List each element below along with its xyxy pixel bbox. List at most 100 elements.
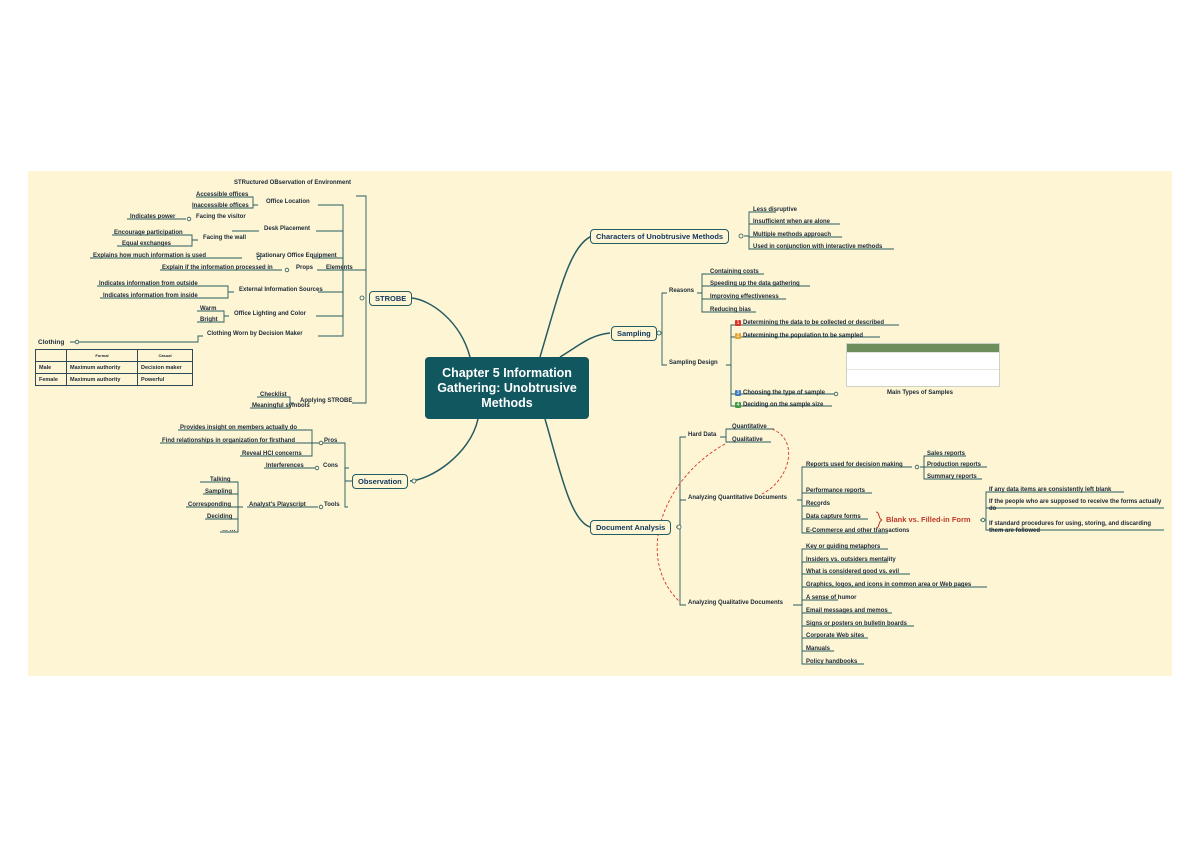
production-reports[interactable]: Production reports	[927, 462, 982, 468]
design-item[interactable]: Deciding on the sample size	[743, 402, 824, 408]
char-item[interactable]: Insufficient when are alone	[753, 219, 831, 225]
deciding[interactable]: Deciding	[207, 514, 233, 520]
quantitative[interactable]: Quantitative	[732, 424, 767, 430]
props[interactable]: Props	[296, 265, 314, 271]
performance-reports[interactable]: Performance reports	[806, 488, 866, 494]
talking[interactable]: Talking	[210, 477, 231, 483]
central-topic[interactable]: Chapter 5 Information Gathering: Unobtru…	[425, 357, 589, 419]
qual-item[interactable]: Graphics, logos, and icons in common are…	[806, 582, 972, 588]
qual-item[interactable]: Key or guiding metaphors	[806, 544, 881, 550]
ecommerce[interactable]: E-Commerce and other transactions	[806, 528, 910, 534]
table-row: Male Maximum authority Decision maker	[35, 361, 193, 374]
accessible-offices[interactable]: Accessible offices	[196, 192, 249, 198]
qual-item[interactable]: Signs or posters on bulletin boards	[806, 621, 908, 627]
lighting-color[interactable]: Office Lighting and Color	[234, 311, 306, 317]
design-item[interactable]: Determining the data to be collected or …	[743, 320, 885, 326]
explains-how-much[interactable]: Explains how much information is used	[93, 253, 207, 259]
sample-types-image	[846, 343, 1000, 387]
table-cell: Maximum authority	[66, 361, 138, 374]
reason-item[interactable]: Reducing bias	[710, 307, 752, 313]
topic-strobe[interactable]: STROBE	[369, 291, 413, 306]
inaccessible-offices[interactable]: Inaccessible offices	[192, 203, 249, 209]
clothing-worn[interactable]: Clothing Worn by Decision Maker	[207, 331, 303, 337]
indicates-outside[interactable]: Indicates information from outside	[99, 281, 198, 287]
encourage-participation[interactable]: Encourage participation	[114, 230, 183, 236]
office-location[interactable]: Office Location	[266, 199, 310, 205]
reason-item[interactable]: Improving effectiveness	[710, 294, 779, 300]
reason-item[interactable]: Speeding up the data gathering	[710, 281, 800, 287]
blank-item[interactable]: If any data items are consistently left …	[989, 487, 1112, 493]
stationary-equipment[interactable]: Stationary Office Equipment	[256, 253, 337, 259]
char-item[interactable]: Used in conjunction with interactive met…	[753, 244, 883, 250]
reasons[interactable]: Reasons	[669, 288, 695, 294]
main-types-caption: Main Types of Samples	[887, 390, 953, 396]
table-cell: Male	[35, 361, 67, 374]
equal-exchanges[interactable]: Equal exchanges	[122, 241, 172, 247]
char-item[interactable]: Less disruptive	[753, 207, 798, 213]
pro-hci[interactable]: Reveal HCI concerns	[242, 451, 302, 457]
cons[interactable]: Cons	[323, 463, 338, 469]
sampling-item[interactable]: Sampling	[205, 489, 233, 495]
desk-placement[interactable]: Desk Placement	[264, 226, 311, 232]
qual-item[interactable]: Insiders vs. outsiders mentality	[806, 557, 896, 563]
sales-reports[interactable]: Sales reports	[927, 451, 966, 457]
bright[interactable]: Bright	[200, 317, 218, 323]
clothing-table: Formal Casual Male Maximum authority Dec…	[35, 349, 193, 386]
hard-data[interactable]: Hard Data	[688, 432, 717, 438]
data-capture-forms[interactable]: Data capture forms	[806, 514, 861, 520]
reason-item[interactable]: Containing costs	[710, 269, 759, 275]
strobe-definition: STRuctured OBservation of Environment	[234, 180, 352, 186]
qual-item[interactable]: Policy handbooks	[806, 659, 858, 665]
blank-vs-filled[interactable]: Blank vs. Filled-in Form	[886, 515, 971, 524]
design-item[interactable]: Choosing the type of sample	[743, 390, 826, 396]
topic-characters[interactable]: Characters of Unobtrusive Methods	[590, 229, 730, 244]
applying-strobe[interactable]: Applying STROBE	[300, 398, 353, 404]
facing-visitor[interactable]: Facing the visitor	[196, 214, 246, 220]
reports-used[interactable]: Reports used for decision making	[806, 462, 903, 468]
pros[interactable]: Pros	[324, 438, 338, 444]
indicates-power[interactable]: Indicates power	[130, 214, 176, 220]
qual-item[interactable]: What is considered good vs. evil	[806, 569, 900, 575]
analysts-playscript[interactable]: Analyst's Playscript	[249, 502, 306, 508]
checklist[interactable]: Checklist	[260, 392, 287, 398]
clothing-label[interactable]: Clothing	[38, 339, 65, 346]
con-interferences[interactable]: Interferences	[266, 463, 304, 469]
table-cell: Female	[35, 373, 67, 386]
qual-item[interactable]: A sense of humor	[806, 595, 857, 601]
pro-insight[interactable]: Provides insight on members actually do	[180, 425, 298, 431]
records[interactable]: Records	[806, 501, 831, 507]
qual-item[interactable]: Manuals	[806, 646, 831, 652]
facing-wall[interactable]: Facing the wall	[203, 235, 247, 241]
meaningful-symbols[interactable]: Meaningful symbols	[252, 403, 310, 409]
sampling-design[interactable]: Sampling Design	[669, 360, 718, 366]
qual-item[interactable]: Email messages and memos	[806, 608, 888, 614]
topic-observation[interactable]: Observation	[352, 474, 408, 489]
char-item[interactable]: Multiple methods approach	[753, 232, 832, 238]
qual-item[interactable]: Corporate Web sites	[806, 633, 865, 639]
topic-document-analysis[interactable]: Document Analysis	[590, 520, 672, 535]
ellipsis[interactable]: … …	[222, 527, 236, 533]
table-cell: Maximum authority	[66, 373, 138, 386]
priority-3-icon: 3	[735, 390, 741, 396]
explain-if[interactable]: Explain if the information processed in	[162, 265, 273, 271]
design-item[interactable]: Determining the population to be sampled	[743, 333, 864, 339]
blank-item[interactable]: If standard procedures for using, storin…	[989, 521, 1152, 534]
elements[interactable]: Elements	[326, 265, 353, 271]
table-cell: Decision maker	[137, 361, 193, 374]
pro-relationships[interactable]: Find relationships in organization for f…	[162, 438, 296, 444]
corresponding[interactable]: Corresponding	[188, 502, 231, 508]
table-cell	[35, 349, 67, 362]
external-sources[interactable]: External Information Sources	[239, 287, 323, 293]
warm[interactable]: Warm	[200, 306, 217, 312]
tools[interactable]: Tools	[324, 502, 340, 508]
quant-docs[interactable]: Analyzing Quantitative Documents	[688, 495, 788, 501]
summary-reports[interactable]: Summary reports	[927, 474, 977, 480]
indicates-inside[interactable]: Indicates information from inside	[103, 293, 198, 299]
table-cell: Casual	[137, 349, 193, 362]
qual-docs[interactable]: Analyzing Qualitative Documents	[688, 600, 784, 606]
topic-sampling[interactable]: Sampling	[611, 326, 657, 341]
qualitative[interactable]: Qualitative	[732, 437, 763, 443]
blank-item[interactable]: If the people who are supposed to receiv…	[989, 499, 1162, 512]
table-row: Female Maximum authority Powerful	[35, 373, 193, 386]
